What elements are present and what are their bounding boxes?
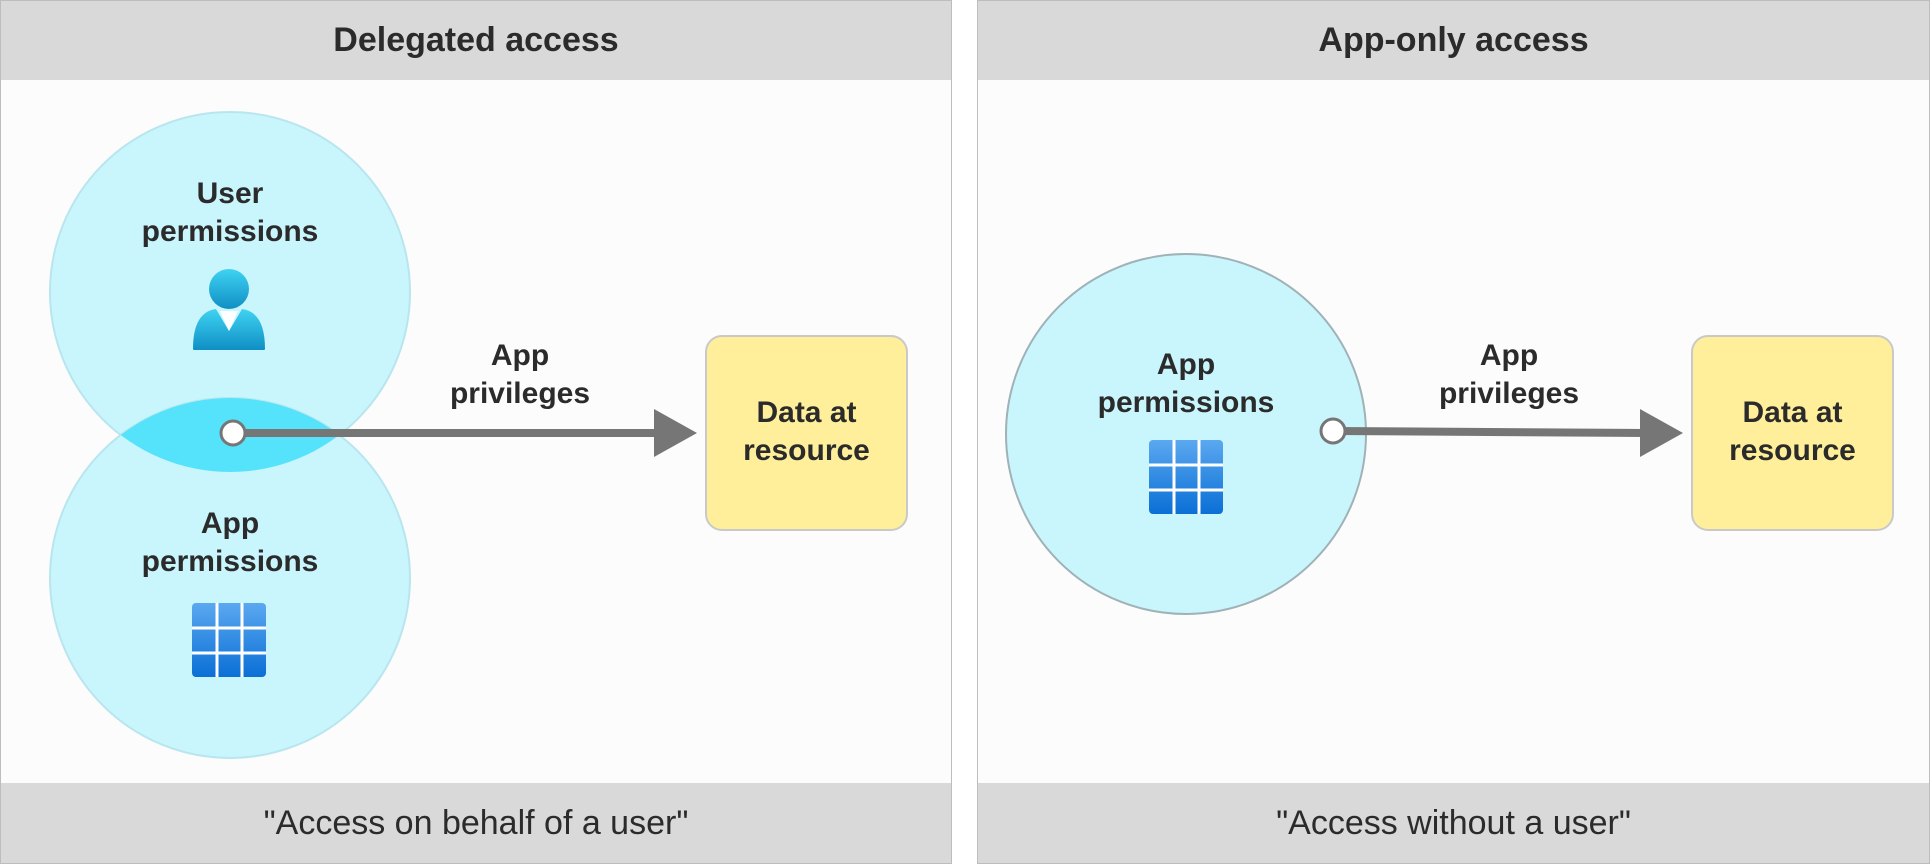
label-line: Data at [756,396,857,429]
panel-caption: "Access on behalf of a user" [1,783,951,863]
label-line: Data at [1742,396,1843,429]
app-permissions-label: App permissions [130,505,330,581]
arrow-origin-dot [219,419,247,447]
app-privileges-label: App privileges [420,337,620,413]
panel-caption: "Access without a user" [978,783,1929,863]
label-line: App [1156,348,1216,381]
label-line: User [196,177,264,210]
label-line: resource [743,434,870,467]
label-line: privileges [449,377,591,410]
app-privileges-label: App privileges [1409,337,1609,413]
label-line: permissions [141,215,319,248]
panel-title: Delegated access [1,1,951,80]
label-line: App [200,507,260,540]
label-line: resource [1729,434,1856,467]
app-permissions-label: App permissions [1086,346,1286,422]
panel-title: App-only access [978,1,1929,80]
app-privileges-arrow [219,409,697,457]
data-at-resource-label: Data at resource [706,394,907,470]
user-icon [193,269,265,350]
data-at-resource-label: Data at resource [1692,394,1893,470]
app-privileges-arrow [1319,409,1683,457]
user-permissions-label: User permissions [130,175,330,251]
label-line: privileges [1438,377,1580,410]
label-line: App [1479,339,1539,372]
app-grid-icon [192,603,266,677]
label-line: permissions [1097,386,1275,419]
app-grid-icon [1149,440,1223,514]
app-permissions-circle [1005,253,1367,615]
label-line: permissions [141,545,319,578]
arrow-origin-dot [1319,417,1347,445]
data-at-resource-box [1691,335,1894,531]
data-at-resource-box [705,335,908,531]
label-line: App [490,339,550,372]
